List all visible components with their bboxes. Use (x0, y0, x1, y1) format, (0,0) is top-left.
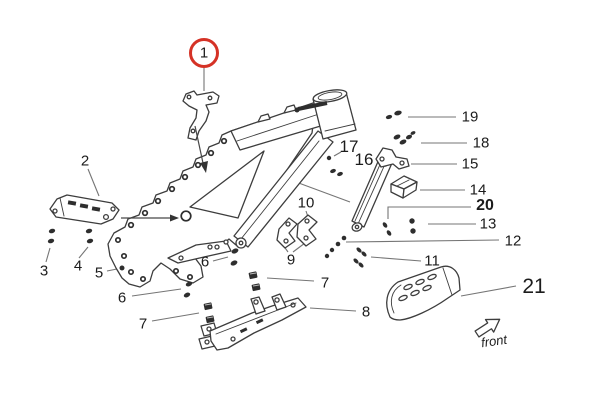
head-tube-rim (324, 123, 356, 132)
part-15-bracket (375, 147, 410, 170)
leader-20 (387, 206, 471, 219)
part-6-fasteners-left (183, 281, 193, 298)
callout-11: 11 (424, 252, 440, 270)
callout-8: 8 (361, 303, 371, 321)
head-tube-top (312, 89, 348, 103)
leader-7a (266, 277, 315, 282)
part-17-screws (326, 155, 343, 177)
callout-13: 13 (479, 215, 497, 233)
part-7-nuts-right (248, 271, 261, 292)
part-1-bracket (182, 90, 220, 141)
callout-10: 10 (297, 194, 315, 212)
callout-21: 21 (522, 275, 546, 298)
callout-6a: 6 (200, 253, 210, 271)
frame-cutout-triangle (189, 150, 265, 219)
head-tube-top-inner (317, 91, 343, 101)
leader-8 (309, 307, 357, 312)
callout-6b: 6 (117, 289, 127, 307)
part-19-screws (385, 110, 402, 120)
part-12-washers (324, 235, 347, 259)
part-3-fasteners (47, 228, 56, 244)
callout-16: 16 (354, 150, 374, 169)
top-tube-tab-1 (257, 113, 271, 123)
callout-7b: 7 (138, 315, 148, 333)
beam-foot-hole (238, 240, 244, 246)
part-20-screws (382, 222, 392, 236)
assembly-arrow-down (194, 125, 208, 173)
callout-14: 14 (469, 181, 487, 199)
part-11-screws (353, 247, 367, 268)
leader-3 (45, 247, 51, 263)
callout-5: 5 (94, 264, 104, 282)
leader-6a (212, 256, 229, 262)
leader-2 (87, 168, 100, 197)
head-tube-bolt (297, 101, 328, 111)
callout-2: 2 (80, 152, 90, 170)
leader-11 (370, 256, 422, 262)
part-6-fasteners-right (230, 248, 239, 266)
leader-21 (460, 285, 517, 297)
callout-20: 20 (476, 197, 494, 214)
top-tube-tab-2 (283, 104, 297, 114)
callout-3: 3 (39, 262, 49, 280)
callout-17: 17 (339, 137, 359, 156)
part-9-10-brackets (276, 214, 318, 249)
part-18-clips (393, 131, 416, 145)
leader-4 (78, 246, 89, 259)
leader-12 (345, 239, 500, 243)
callout-18: 18 (472, 134, 490, 152)
part-14-bracket (390, 175, 418, 199)
frame-bolt-part5 (119, 265, 125, 271)
part-2-bracket (49, 194, 120, 225)
assembly-arrow-right (121, 214, 179, 222)
callout-7a: 7 (320, 274, 330, 292)
frame-grommet (180, 210, 192, 222)
leader-9b (292, 242, 306, 253)
front-arrow-icon (474, 318, 501, 338)
part-16-strut (351, 156, 393, 232)
part-21-guard (386, 265, 461, 321)
part-7-nuts-left (203, 302, 215, 324)
part-8-skid-plate (198, 293, 307, 351)
frame-holes (114, 137, 229, 283)
frame-down-beam (233, 130, 334, 248)
callout-1: 1 (199, 44, 209, 62)
part-4-fasteners (85, 228, 94, 244)
leader-6b (131, 288, 182, 297)
head-tube-bolt-head (294, 107, 300, 113)
top-tube-inner-line (236, 113, 320, 142)
callout-4: 4 (73, 257, 83, 275)
callout-15: 15 (461, 155, 479, 173)
leader-7b (151, 312, 200, 322)
callout-12: 12 (504, 232, 522, 250)
callout-1-circle (189, 38, 219, 68)
leader-17 (333, 151, 342, 157)
callout-19: 19 (461, 108, 479, 126)
callout-9: 9 (286, 251, 296, 269)
part-13-fasteners (409, 218, 416, 234)
frame-main (107, 89, 357, 288)
leader-5 (106, 268, 118, 272)
beam-inner-line (240, 140, 320, 240)
